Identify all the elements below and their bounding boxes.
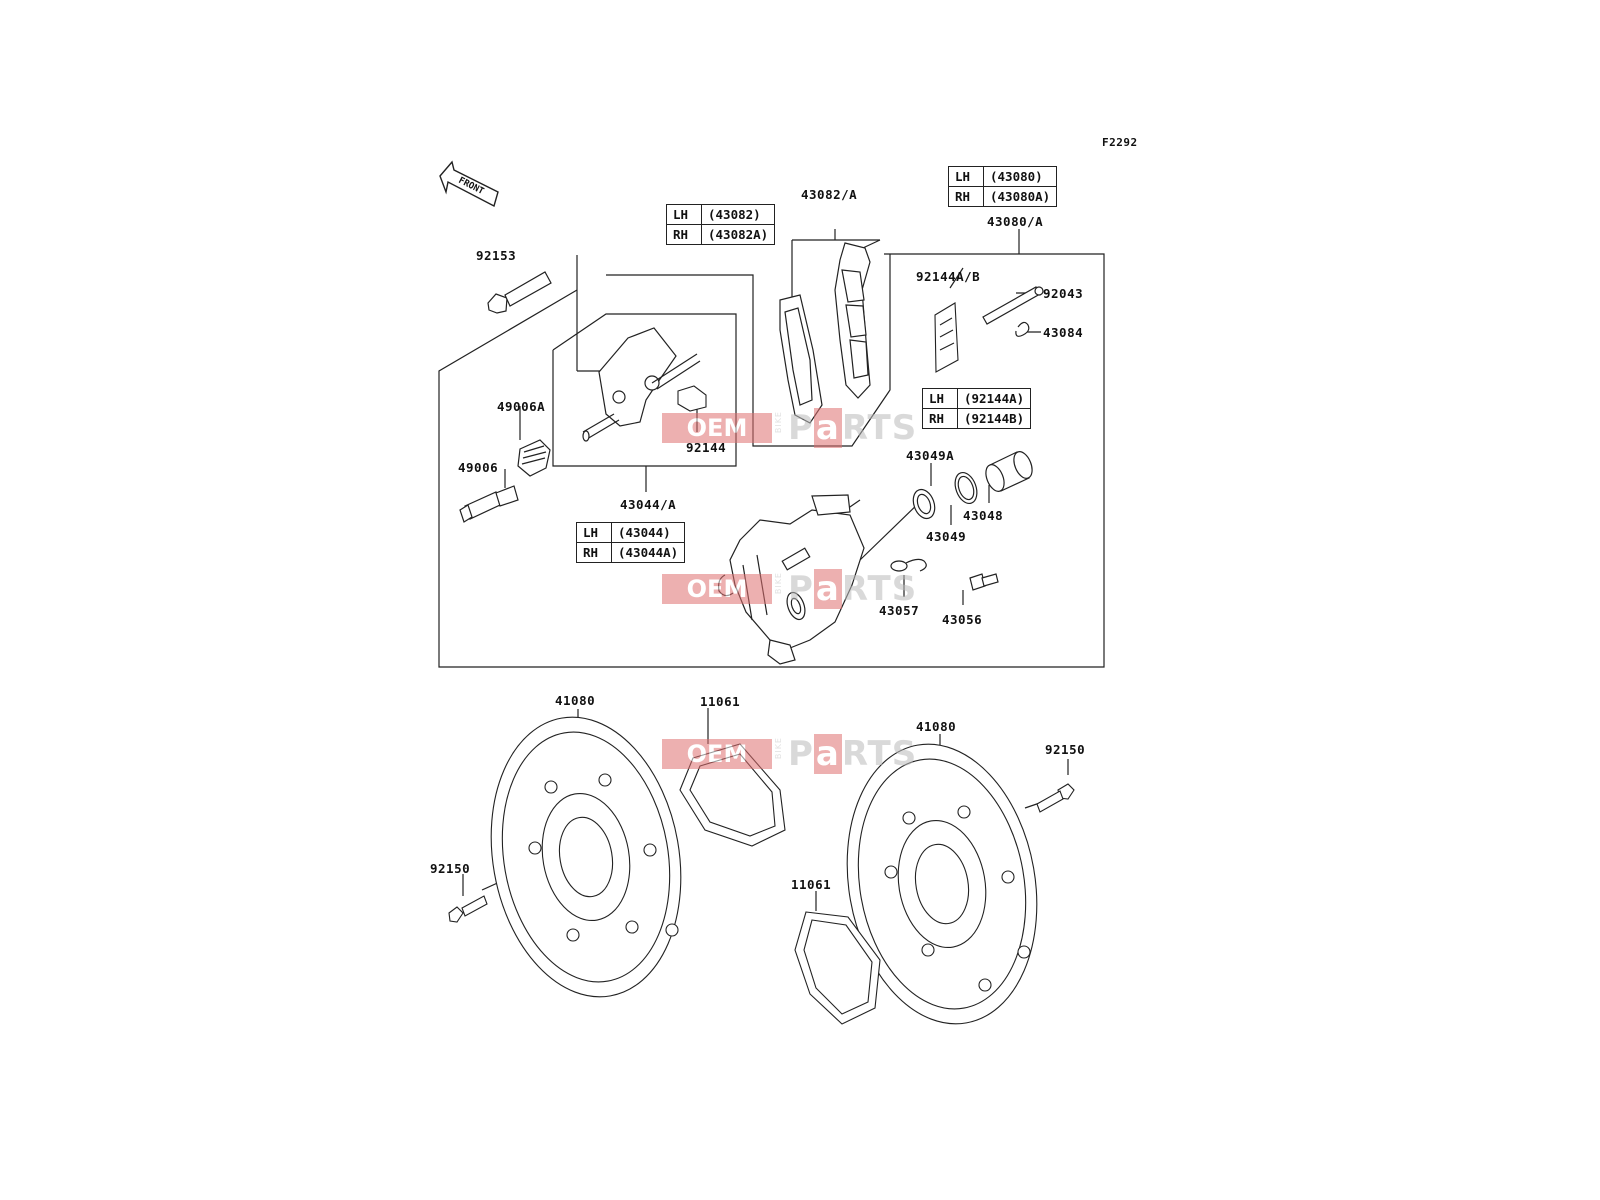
label-92150-right[interactable]: 92150 <box>1045 742 1086 757</box>
rh-part-cell[interactable]: (92144B) <box>956 408 1032 429</box>
variant-table-43044: LH(43044) RH(43044A) <box>576 522 686 563</box>
label-43049a[interactable]: 43049A <box>906 448 955 463</box>
rh-part-cell[interactable]: (43082A) <box>700 224 776 245</box>
disc-rotor-right-drawing <box>846 743 1038 1025</box>
lh-cell: LH <box>948 166 984 187</box>
variant-table-43080: LH(43080) RH(43080A) <box>948 166 1058 207</box>
rh-part-cell[interactable]: (43080A) <box>982 186 1058 207</box>
label-43049[interactable]: 43049 <box>926 529 967 544</box>
label-49006a[interactable]: 49006A <box>497 399 546 414</box>
shim-11061-right-drawing <box>794 911 881 1025</box>
boot-49006a-drawing <box>517 439 551 477</box>
caliper-body-drawing <box>718 494 865 665</box>
lh-part-cell[interactable]: (43080) <box>982 166 1058 187</box>
pin-49006-drawing <box>459 485 519 523</box>
lh-cell: LH <box>922 388 958 409</box>
front-arrow-icon: FRONT <box>439 160 499 208</box>
label-43084[interactable]: 43084 <box>1043 325 1084 340</box>
variant-table-43082: LH(43082) RH(43082A) <box>666 204 776 245</box>
lh-part-cell[interactable]: (92144A) <box>956 388 1032 409</box>
label-43080a[interactable]: 43080/A <box>987 214 1044 229</box>
bracket-43044-drawing <box>582 327 701 442</box>
label-43057[interactable]: 43057 <box>879 603 920 618</box>
bolt-92153-drawing <box>487 271 552 314</box>
clip-92144-drawing <box>677 385 707 412</box>
label-43048[interactable]: 43048 <box>963 508 1004 523</box>
disc-rotor-left-drawing <box>490 716 682 998</box>
label-11061-left[interactable]: 11061 <box>700 694 741 709</box>
pad-pin-drawing <box>982 286 1044 337</box>
label-41080-right[interactable]: 41080 <box>916 719 957 734</box>
seal-43049a-drawing <box>912 488 936 520</box>
caliper-group-outline <box>438 253 1105 668</box>
seal-43049-drawing <box>954 471 978 505</box>
piston-43048-drawing <box>985 451 1033 492</box>
bleeder-43056-drawing <box>969 573 999 591</box>
bolt-92150-right-drawing <box>1036 783 1075 813</box>
lh-part-cell[interactable]: (43044) <box>610 522 686 543</box>
label-41080-left[interactable]: 41080 <box>555 693 596 708</box>
label-92144ab[interactable]: 92144A/B <box>916 269 981 284</box>
bolt-92150-left-drawing <box>448 895 488 923</box>
variant-table-92144: LH(92144A) RH(92144B) <box>922 388 1032 429</box>
fitting-43057-drawing <box>890 558 927 572</box>
pad-spring-drawing <box>934 302 959 373</box>
bracket-group-box <box>552 313 737 467</box>
label-43082a[interactable]: 43082/A <box>801 187 858 202</box>
rh-cell: RH <box>576 542 612 563</box>
pad-group-box <box>606 254 891 447</box>
label-11061-right[interactable]: 11061 <box>791 877 832 892</box>
label-43056[interactable]: 43056 <box>942 612 983 627</box>
label-92150-left[interactable]: 92150 <box>430 861 471 876</box>
label-49006[interactable]: 49006 <box>458 460 499 475</box>
label-43044a[interactable]: 43044/A <box>620 497 677 512</box>
rh-part-cell[interactable]: (43044A) <box>610 542 686 563</box>
label-92043[interactable]: 92043 <box>1043 286 1084 301</box>
rh-cell: RH <box>666 224 702 245</box>
rh-cell: RH <box>948 186 984 207</box>
label-92153[interactable]: 92153 <box>476 248 517 263</box>
brake-pad-drawing <box>779 242 871 424</box>
lh-part-cell[interactable]: (43082) <box>700 204 776 225</box>
lh-cell: LH <box>576 522 612 543</box>
figure-code: F2292 <box>1102 136 1138 149</box>
label-92144[interactable]: 92144 <box>686 440 727 455</box>
shim-11061-left-drawing <box>679 743 786 847</box>
rh-cell: RH <box>922 408 958 429</box>
lh-cell: LH <box>666 204 702 225</box>
